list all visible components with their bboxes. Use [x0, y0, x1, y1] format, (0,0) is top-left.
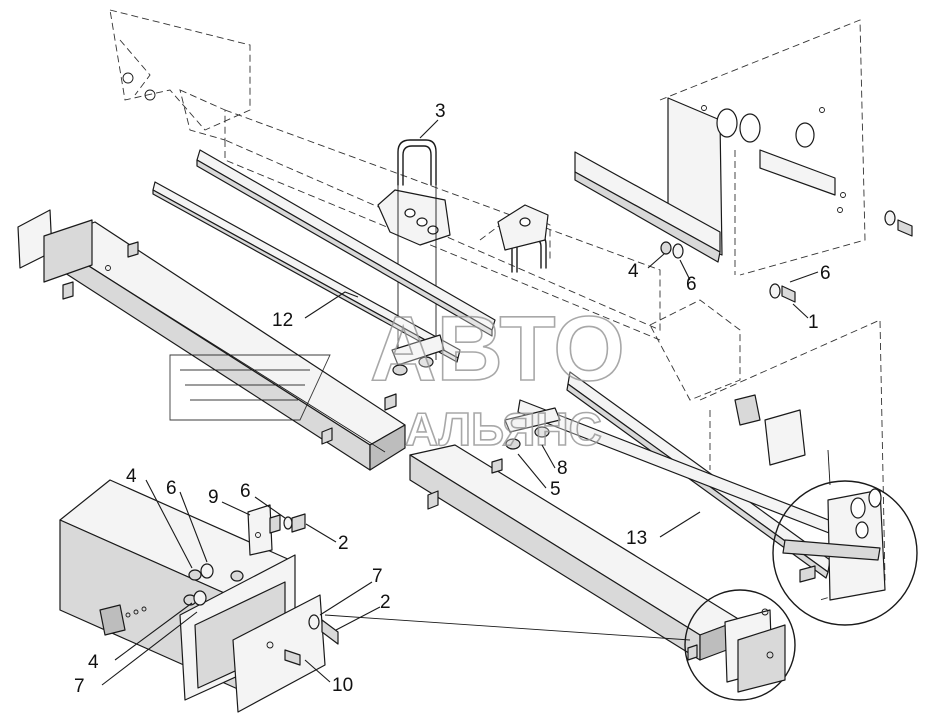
callout-8: 8 [557, 458, 568, 479]
detail-view-lower [684, 589, 796, 701]
callout-5: 5 [550, 479, 561, 500]
callout-3: 3 [435, 101, 446, 122]
callout-6: 6 [166, 478, 177, 499]
watermark-line-2: АЛЬЯНС [405, 403, 602, 455]
bolt-2-lower [284, 614, 339, 666]
mud-flap-10 [232, 594, 326, 713]
callout-4: 4 [126, 466, 137, 487]
u-bolt-nuts-upper [391, 334, 445, 376]
clip-left-upper [62, 241, 397, 445]
nuts-washers-lower [183, 563, 244, 606]
callout-2: 2 [338, 533, 349, 554]
leader-lines [101, 119, 819, 686]
nut-washer-4-6-upper [660, 241, 684, 259]
bolt-1 [769, 283, 796, 303]
bolt-2-upper [283, 513, 306, 533]
callout-6: 6 [820, 263, 831, 284]
callout-7: 7 [372, 566, 383, 587]
callout-13: 13 [626, 528, 647, 549]
spring-mount-bracket [377, 189, 549, 251]
callout-12: 12 [272, 310, 293, 331]
end-plate-left [17, 209, 93, 283]
callout-6: 6 [240, 481, 251, 502]
callout-10: 10 [332, 675, 353, 696]
watermark-logo: АВТО АЛЬЯНС [169, 297, 626, 456]
bracket-9 [247, 504, 281, 556]
channel-beam-center [409, 444, 741, 661]
callout-6: 6 [686, 274, 697, 295]
frame-corner-right [734, 394, 806, 466]
watermark-line-1: АВТО [370, 298, 625, 400]
callout-1: 1 [808, 312, 819, 333]
rail-13 [517, 371, 881, 579]
callout-4: 4 [628, 261, 639, 282]
callout-4: 4 [88, 652, 99, 673]
callout-7: 7 [74, 676, 85, 697]
bolt-upper-right [884, 210, 913, 237]
rail-12 [152, 181, 461, 363]
rail-upper-long [196, 149, 496, 337]
u-bolt-nuts-8-5 [504, 407, 561, 450]
callout-9: 9 [208, 487, 219, 508]
bracket-rail-upper [574, 149, 836, 263]
detail-view-right [772, 480, 918, 626]
callout-2: 2 [380, 592, 391, 613]
callout-labels: 3 4 6 6 1 12 8 5 13 4 6 9 6 2 7 2 4 7 10 [74, 101, 831, 697]
channel-beam-left [47, 221, 406, 471]
